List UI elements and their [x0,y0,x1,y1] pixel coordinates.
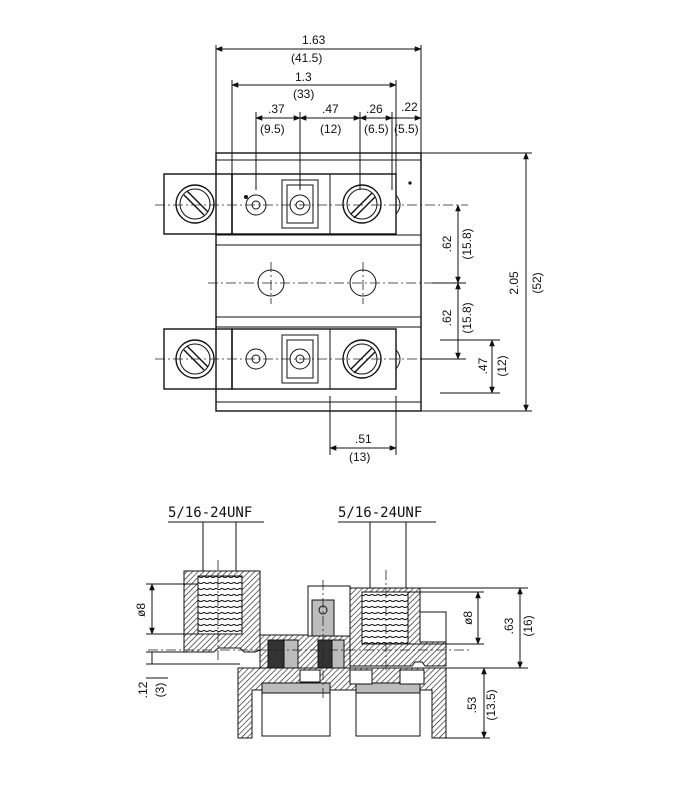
dim-c-mm: (6.5) [364,122,389,136]
base-plate [215,152,422,412]
top-view: 1.63 (41.5) 1.3 (33) .37 (9.5) .47 (12) [155,33,544,464]
dim-a-in: .37 [268,102,285,116]
dim-a-mm: (9.5) [260,122,285,136]
mounting-holes [208,262,432,304]
side-view: 5/16-24UNF 5/16-24UNF [134,505,535,739]
dim-dia-right: ø8 [408,591,484,645]
dim-height: 2.05 (52) [421,152,544,412]
dim-top-in: .63 [502,617,516,634]
dim-top-mm: (16) [521,615,535,636]
dim-pitch2-in: .62 [440,309,454,326]
lower-base [237,667,447,739]
dim-pitch1-in: .62 [440,235,454,252]
dim-pitch2-mm: (15.8) [460,302,474,333]
dim-edge-in: .47 [476,357,490,374]
dim-bottom: .51 (13) [329,396,397,464]
dim-edge-mm: (12) [495,355,509,376]
dim-pitch1-mm: (15.8) [460,228,474,259]
dim-pitch-upper: .62 (15.8) [432,204,474,284]
screw-right-upper-icon [342,184,382,224]
dim-pitch-lower: .62 (15.8) [420,282,474,360]
dim-small-spacings: .37 (9.5) .47 (12) .26 (6.5) .22 (5.5) [255,100,422,190]
dim-base: .12 (3) [136,651,240,698]
thread-label-left: 5/16-24UNF [168,505,252,521]
dim-b-mm: (12) [320,122,341,136]
dim-inner-width-mm: (33) [293,87,314,101]
dia-left-label: ø8 [134,603,148,617]
screw-left-upper-icon [175,184,215,224]
dim-inner-width: 1.3 (33) [231,70,397,200]
dim-c-in: .26 [366,102,383,116]
dim-dia-left: ø8 [134,583,198,635]
dim-base-in: .12 [136,681,150,698]
dim-overall-width-mm: (41.5) [291,51,322,65]
dim-b-in: .47 [322,102,339,116]
dim-inner-width-in: 1.3 [295,70,312,84]
dim-lower-mm: (13.5) [484,689,498,720]
terminal-row-upper [163,173,412,235]
thread-label-right: 5/16-24UNF [338,505,422,521]
dim-overall-width-in: 1.63 [302,33,326,47]
dim-edge: .47 (12) [440,339,509,394]
dim-d-mm: (5.5) [394,122,419,136]
dim-top: .63 (16) [420,587,535,669]
dim-bottom-in: .51 [355,432,372,446]
dim-lower-in: .53 [465,696,479,713]
dim-overall-width: 1.63 (41.5) [215,33,422,165]
dim-height-mm: (52) [530,272,544,293]
upper-body [183,570,447,681]
dim-d-in: .22 [401,100,418,114]
dim-bottom-mm: (13) [349,450,370,464]
dim-height-in: 2.05 [507,271,521,295]
dim-lower: .53 (13.5) [446,667,498,739]
dia-right-label: ø8 [461,611,475,625]
dim-base-mm: (3) [153,683,167,698]
